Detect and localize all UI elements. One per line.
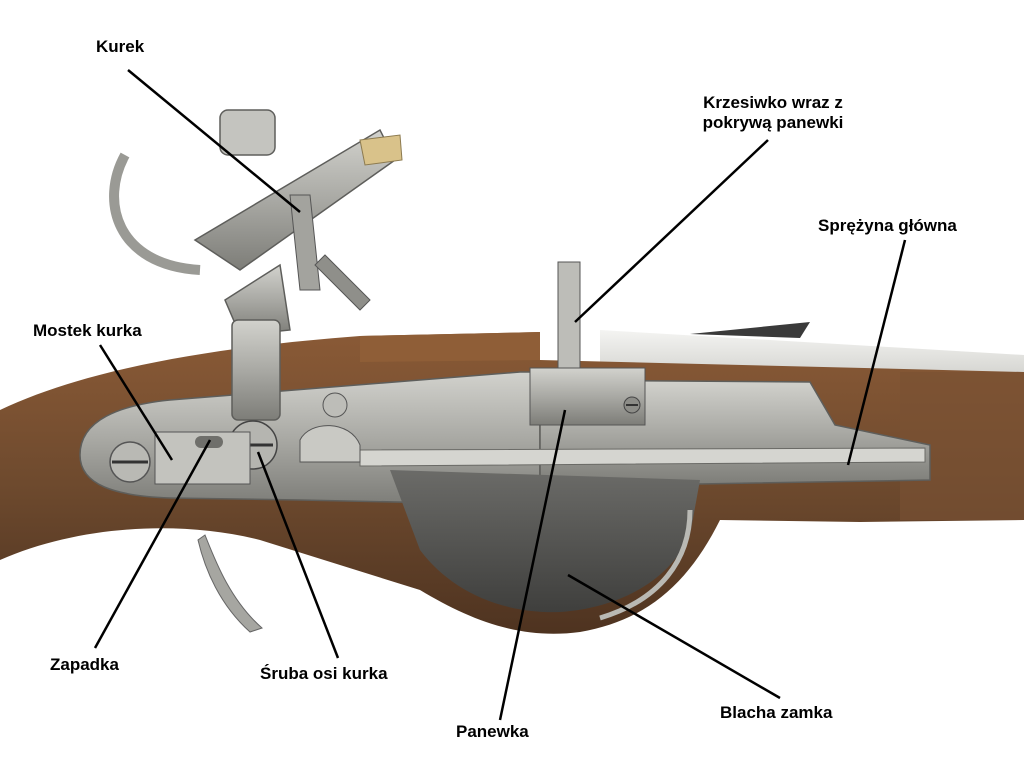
leader-panewka <box>498 409 567 721</box>
label-zapadka: Zapadka <box>50 655 119 674</box>
leader-sprezyna <box>846 239 907 466</box>
leader-lines <box>93 69 907 721</box>
label-blacha: Blacha zamka <box>720 703 833 722</box>
label-mostek: Mostek kurka <box>33 321 142 340</box>
hammer <box>109 109 403 421</box>
leader-kurek <box>127 69 301 213</box>
label-krzesiwko-line2: pokrywą panewki <box>702 113 844 132</box>
label-sruba: Śruba osi kurka <box>260 664 388 683</box>
frizzen <box>529 261 646 426</box>
leader-sruba <box>256 451 340 659</box>
leader-mostek <box>98 344 174 461</box>
leader-krzesiwko <box>574 139 769 323</box>
leader-zapadka <box>93 439 212 649</box>
label-krzesiwko-line1: Krzesiwko wraz z <box>703 93 843 112</box>
lock-screws <box>109 392 361 485</box>
label-sprezyna: Sprężyna główna <box>818 216 957 235</box>
label-kurek: Kurek <box>96 37 145 56</box>
pan-plate <box>390 470 700 621</box>
label-krzesiwko: Krzesiwko wraz z pokrywą panewki <box>678 93 868 133</box>
leader-blacha <box>567 573 781 700</box>
label-panewka: Panewka <box>456 722 529 741</box>
trigger <box>197 534 263 633</box>
